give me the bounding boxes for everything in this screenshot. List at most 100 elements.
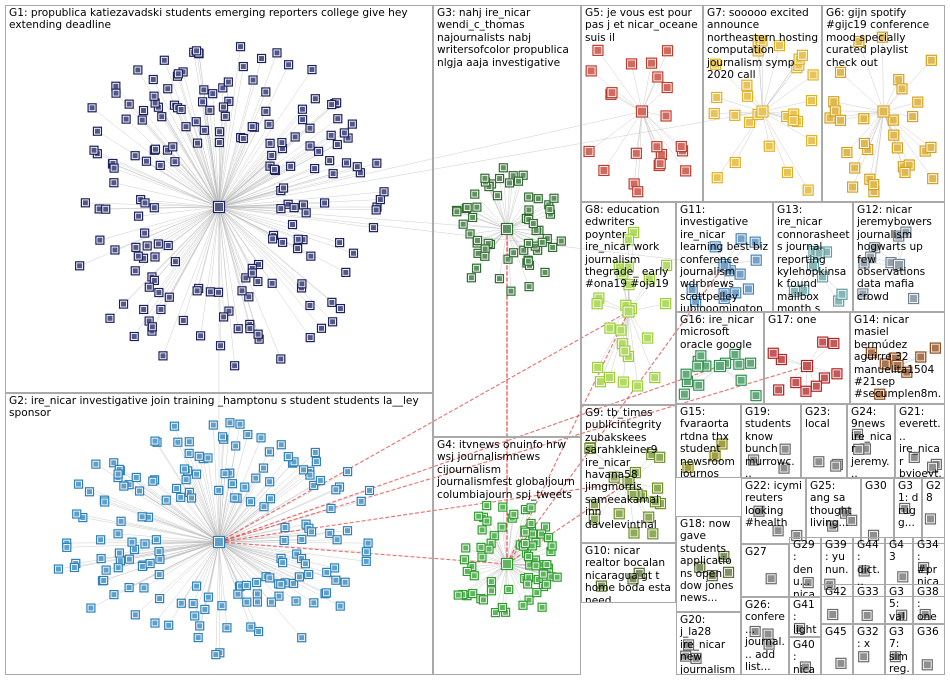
edge-G2 — [218, 497, 236, 543]
node-avatar — [149, 324, 155, 330]
node-avatar — [822, 248, 830, 256]
node-avatar — [286, 62, 292, 68]
edge-G1 — [218, 206, 273, 240]
node-avatar — [132, 153, 138, 159]
node-avatar — [528, 520, 534, 526]
group-box-g5: G5: je vous est pour pas j et nicar_ocea… — [581, 5, 703, 202]
node-avatar — [720, 553, 728, 561]
node-avatar — [280, 239, 286, 245]
node-avatar — [867, 349, 875, 357]
node-avatar — [860, 139, 868, 147]
node-avatar — [895, 261, 903, 269]
edge-G6 — [835, 110, 884, 112]
node-avatar — [158, 306, 164, 312]
group-box-g15: G15: fvaraorta rtdna thx student newsroo… — [676, 404, 741, 478]
group-label-g22: G22: icymi reuters looking #health — [745, 480, 806, 530]
node-avatar — [226, 308, 232, 314]
node-avatar — [152, 620, 158, 626]
node-avatar — [218, 343, 224, 349]
node-avatar — [201, 127, 207, 133]
node-avatar — [506, 586, 512, 592]
edge-G1 — [97, 153, 220, 208]
node-avatar — [488, 540, 494, 546]
node-avatar — [190, 601, 196, 607]
node-avatar — [898, 85, 906, 93]
node-avatar — [710, 110, 718, 118]
node-avatar — [549, 543, 555, 549]
node-avatar — [649, 530, 657, 538]
node-avatar — [186, 439, 192, 445]
node-avatar — [628, 60, 636, 68]
node-avatar — [309, 529, 315, 535]
node-avatar — [146, 284, 152, 290]
group-label-g31: G31: d rugg... — [898, 480, 922, 530]
node-avatar — [746, 118, 754, 126]
node-avatar — [720, 261, 729, 269]
edge-G2 — [218, 483, 233, 543]
node-avatar — [278, 442, 284, 448]
node-avatar — [534, 590, 540, 596]
node-avatar — [539, 604, 545, 610]
edge-G2 — [159, 541, 220, 599]
group-label-g30: G30 — [865, 480, 887, 492]
node-avatar — [893, 144, 901, 152]
group-box-g16: G16: ire_nicar microsoft oracle google — [676, 312, 764, 404]
edge-G2 — [159, 541, 220, 575]
node-avatar — [183, 477, 189, 483]
edge-G1 — [218, 206, 302, 289]
node-avatar — [694, 362, 702, 370]
node-avatar — [155, 241, 161, 247]
edge-G6 — [858, 41, 884, 112]
node-avatar — [220, 434, 226, 440]
node-avatar — [644, 334, 652, 342]
node-avatar — [276, 593, 282, 599]
node-avatar — [713, 174, 721, 182]
edge-G2 — [154, 479, 220, 543]
node-avatar — [290, 222, 296, 228]
edge-G1 — [218, 124, 270, 208]
node-avatar — [615, 263, 623, 271]
group-label-g44: G44: dict... — [857, 539, 881, 589]
node-avatar — [594, 363, 602, 371]
group-box-g19: G19: students know bunch murrowc... — [741, 404, 801, 478]
node-avatar — [263, 108, 269, 114]
node-avatar — [474, 204, 480, 210]
node-avatar — [775, 386, 783, 394]
node-avatar — [830, 339, 838, 347]
node-avatar — [113, 83, 119, 89]
node-avatar — [266, 449, 272, 455]
node-avatar — [835, 297, 843, 305]
node-avatar — [899, 573, 907, 581]
node-avatar — [881, 360, 889, 368]
node-avatar — [263, 89, 269, 95]
group-label-g2: G2: ire_nicar investigative join trainin… — [9, 395, 423, 420]
node-avatar — [917, 353, 925, 361]
edge-G3 — [499, 228, 508, 279]
edge-G1 — [164, 60, 220, 208]
node-avatar — [207, 289, 213, 295]
node-avatar — [259, 55, 265, 61]
edge-G1 — [168, 206, 220, 246]
node-avatar — [792, 379, 800, 387]
group-label-g32: G32: x — [857, 626, 879, 651]
node-avatar — [901, 168, 909, 176]
node-avatar — [235, 591, 241, 597]
edge-G2 — [104, 501, 220, 543]
node-avatar — [455, 592, 461, 598]
node-avatar — [803, 362, 811, 370]
group-label-g37: G37: sim reg... — [889, 626, 910, 675]
group-box-g37: G37: sim reg... — [885, 624, 913, 675]
node-avatar — [923, 661, 931, 669]
edge-G1 — [218, 206, 354, 254]
node-avatar — [505, 256, 511, 262]
node-avatar — [98, 537, 104, 543]
node-avatar — [801, 663, 809, 671]
edge-G1 — [218, 206, 243, 291]
node-avatar — [775, 42, 783, 50]
node-avatar — [229, 481, 235, 487]
node-avatar — [318, 325, 324, 331]
node-avatar — [202, 606, 208, 612]
edge-G2 — [218, 501, 251, 543]
node-avatar — [790, 287, 798, 295]
